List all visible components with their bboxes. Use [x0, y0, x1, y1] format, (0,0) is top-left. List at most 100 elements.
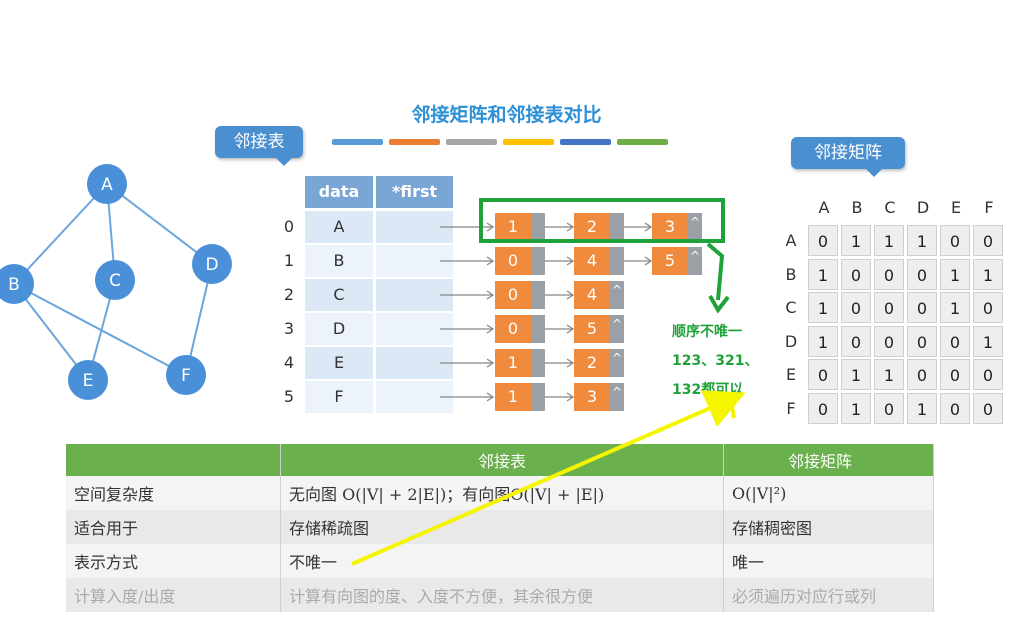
list-node-value: 2 [574, 349, 610, 377]
list-node-value: 5 [574, 315, 610, 343]
list-node: 3^ [574, 383, 624, 411]
list-node-value: 1 [495, 213, 531, 241]
comparison-header-cell: 邻接表 [280, 444, 724, 476]
next-pointer [531, 315, 545, 343]
matrix-cell: 0 [940, 325, 970, 357]
graph-node-label: F [181, 366, 191, 386]
matrix-cell: 1 [841, 225, 871, 256]
vertex-cell: C [305, 279, 373, 311]
null-pointer: ^ [610, 383, 624, 411]
color-segment [503, 139, 554, 145]
matrix-cell: 0 [907, 359, 937, 390]
table-cell: 存储稀疏图 [280, 510, 724, 544]
matrix-cell: 0 [874, 325, 904, 357]
matrix-cell: 1 [940, 292, 970, 323]
null-pointer: ^ [610, 315, 624, 343]
matrix-cell: 0 [874, 392, 904, 424]
pointer-arrowhead [566, 358, 575, 368]
vertex-cell: E [305, 347, 373, 379]
table-cell: 存储稠密图 [723, 510, 934, 544]
matrix-row-header: B [785, 264, 797, 284]
matrix-column-header: D [916, 198, 930, 217]
matrix-cell: 1 [841, 359, 871, 390]
matrix-column-header: C [884, 198, 896, 217]
table-cell: O(|V|²) [723, 476, 934, 510]
null-pointer: ^ [688, 213, 702, 241]
pointer-arrowhead [486, 256, 495, 266]
note-line: 132都可以 [672, 382, 744, 398]
list-node: 2^ [574, 349, 624, 377]
pointer-arrowhead [566, 256, 575, 266]
table-cell: 适合用于 [66, 510, 281, 544]
list-node: 4 [574, 247, 624, 275]
matrix-cell: 1 [841, 392, 871, 424]
color-segment [560, 139, 611, 145]
table-cell: 空间复杂度 [66, 476, 281, 510]
table-row: 表示方式 不唯一 唯一 [66, 544, 934, 578]
list-node-value: 3 [652, 213, 688, 241]
matrix-row-header: C [785, 298, 797, 317]
note-line: 123、321、 [672, 353, 759, 369]
graph-edge [13, 283, 187, 376]
vertex-cell: D [305, 313, 373, 345]
table-header-data: data [305, 176, 373, 208]
graph-edge [106, 183, 213, 265]
graph-node [87, 164, 127, 204]
list-node-value: 3 [574, 383, 610, 411]
matrix-cell: 0 [907, 292, 937, 323]
row-index: 1 [283, 251, 295, 270]
list-node-value: 0 [495, 315, 531, 343]
graph-node-label: B [8, 275, 20, 295]
null-pointer: ^ [610, 349, 624, 377]
list-node: 3^ [652, 213, 702, 241]
vertex-cell: A [305, 211, 373, 243]
row-index: 4 [283, 353, 295, 372]
graph-edge [13, 183, 108, 285]
matrix-cell: 0 [973, 292, 1003, 323]
color-segment [332, 139, 383, 145]
list-node-value: 4 [574, 281, 610, 309]
matrix-row-header: D [784, 331, 798, 351]
list-node-value: 0 [495, 247, 531, 275]
matrix-cell: 0 [808, 225, 838, 256]
matrix-cell: 0 [973, 392, 1003, 424]
matrix-cell: 0 [874, 292, 904, 323]
comparison-table: 邻接表 邻接矩阵 空间复杂度 无向图 O(|V| + 2|E|)；有向图O(|V… [66, 444, 934, 612]
graph-node-label: A [101, 175, 113, 195]
matrix-cell: 0 [841, 325, 871, 357]
matrix-cell: 0 [940, 359, 970, 390]
next-pointer [531, 349, 545, 377]
list-node: 1 [495, 349, 545, 377]
comparison-header-cell [66, 444, 281, 476]
next-pointer [531, 247, 545, 275]
list-node: 0 [495, 247, 545, 275]
matrix-row-header: E [785, 365, 797, 384]
table-row: 适合用于 存储稀疏图 存储稠密图 [66, 510, 934, 544]
table-row: 空间复杂度 无向图 O(|V| + 2|E|)；有向图O(|V| + |E|) … [66, 476, 934, 510]
list-node-value: 1 [495, 383, 531, 411]
table-cell: 唯一 [723, 544, 934, 578]
row-index: 3 [283, 319, 295, 338]
list-node-value: 2 [574, 213, 610, 241]
table-cell: 表示方式 [66, 544, 281, 578]
matrix-cell: 0 [874, 258, 904, 290]
matrix-row-header: F [786, 398, 796, 418]
list-node-value: 4 [574, 247, 610, 275]
graph-node-label: E [83, 371, 94, 391]
pointer-arrowhead [486, 324, 495, 334]
list-node: 2 [574, 213, 624, 241]
note-line: 顺序不唯一 [672, 324, 742, 340]
table-row: 计算入度/出度 计算有向图的度、入度不方便，其余很方便 必须遍历对应行或列 [66, 578, 934, 612]
matrix-cell: 0 [808, 392, 838, 424]
table-cell: 计算有向图的度、入度不方便，其余很方便 [280, 578, 724, 612]
pointer-arrowhead [486, 290, 495, 300]
matrix-cell: 1 [874, 225, 904, 256]
graph-node-label: C [109, 271, 121, 291]
color-bar [332, 139, 668, 145]
matrix-cell: 0 [907, 325, 937, 357]
matrix-cell: 1 [874, 359, 904, 390]
table-cell: 不唯一 [280, 544, 724, 578]
matrix-column-header: A [818, 198, 830, 217]
color-segment [446, 139, 497, 145]
